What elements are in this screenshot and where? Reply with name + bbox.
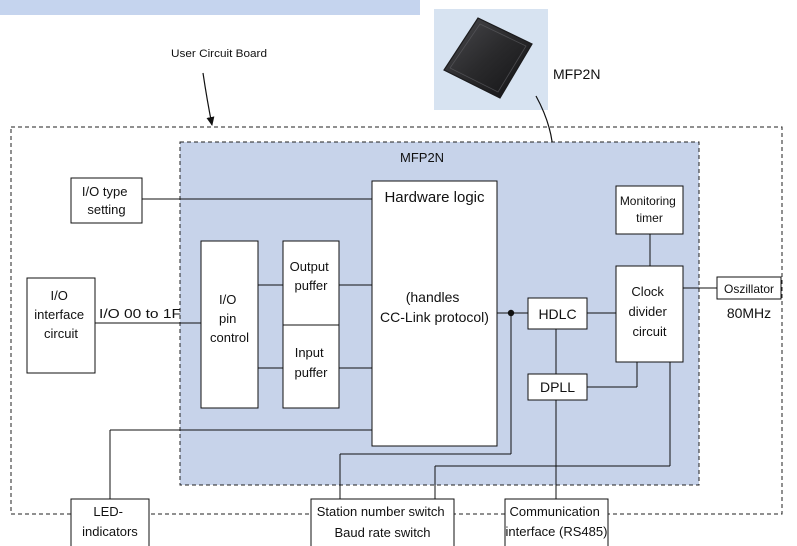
led-indicators-line2: indicators [82,524,138,539]
oscillator-frequency: 80MHz [727,305,771,321]
output-puffer-line2: puffer [294,278,328,293]
output-puffer-block: Output puffer [283,241,339,325]
hardware-logic-desc-line1: (handles [406,289,460,305]
io-pin-control-line1: I/O [219,292,236,307]
led-indicators-line1: LED- [93,504,123,519]
chip-photo-label: MFP2N [553,66,600,82]
input-puffer-line1: Input [295,345,324,360]
monitoring-timer-block: Monitoring timer [616,186,683,234]
io-interface-line3: circuit [44,326,78,341]
oscillator-label: Oszillator [724,282,774,296]
io-interface-line1: I/O [51,288,68,303]
header-bar [0,0,420,15]
dpll-block: DPLL [528,374,587,400]
io-pin-control-block: I/O pin control [201,241,258,408]
communication-interface-block: Communication interface (RS485) [505,499,608,546]
mfp2n-region-title: MFP2N [400,150,444,165]
hardware-logic-block: Hardware logic (handles CC-Link protocol… [372,181,497,446]
chip-photo [434,9,548,110]
io-interface-circuit-block: I/O interface circuit [27,278,95,373]
clock-divider-line1: Clock [631,284,664,299]
svg-text:Clock divider circ: Clock divider circuit [629,284,671,339]
station-number-switch-label: Station number switch [317,504,445,519]
dpll-label: DPLL [540,379,575,395]
communication-interface-line2: interface (RS485) [506,524,608,539]
monitoring-timer-line1: Monitoring [620,194,676,208]
clock-divider-line3: circuit [633,324,667,339]
input-puffer-line2: puffer [294,365,328,380]
input-puffer-block: Input puffer [283,325,339,408]
io-interface-line2: interface [34,307,84,322]
io-pin-control-line3: control [210,330,249,345]
io-type-setting-block: I/O type setting [71,178,142,223]
baud-rate-switch-label: Baud rate switch [334,525,430,540]
hardware-logic-title: Hardware logic [384,189,485,206]
user-board-label: User Circuit Board [171,48,267,60]
io-type-setting-line1: I/O type [82,184,128,199]
oscillator-block: Oszillator [717,277,781,299]
io-bus-label: I/O 00 to 1F [99,306,181,321]
clock-divider-block: Clock divider circuit [616,266,683,362]
hdlc-label: HDLC [538,306,576,322]
led-indicators-block: LED- indicators [71,499,149,546]
user-board-arrow [203,73,212,125]
monitoring-timer-line2: timer [636,211,663,225]
clock-divider-line2: divider [629,304,668,319]
hardware-logic-desc-line2: CC-Link protocol) [380,309,489,325]
io-pin-control-line2: pin [219,311,236,326]
junction-dot [508,310,514,316]
hdlc-block: HDLC [528,298,587,329]
io-type-setting-line2: setting [87,202,125,217]
communication-interface-line1: Communication [510,504,600,519]
output-puffer-line1: Output [290,259,329,274]
station-switch-block: Station number switch Baud rate switch [311,499,454,546]
